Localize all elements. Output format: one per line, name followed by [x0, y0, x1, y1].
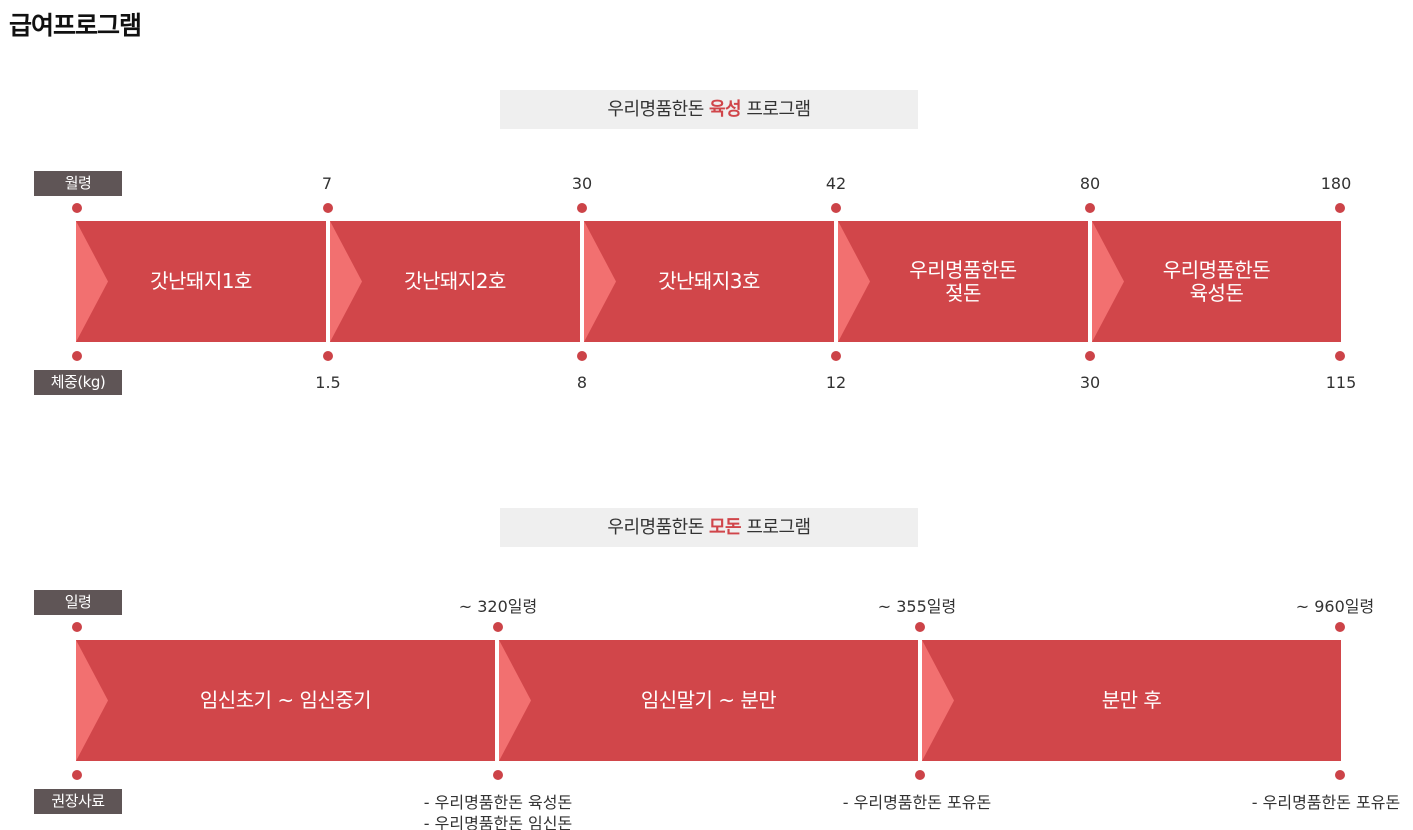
- bottom-tick: 115: [1325, 373, 1357, 392]
- section-title-prefix: 우리명품한돈: [607, 99, 709, 120]
- stage-divider: [918, 640, 922, 761]
- bottom-tick: 8: [576, 373, 588, 392]
- chevron-right-icon: [922, 640, 954, 761]
- stage-piglet-3: 갓난돼지3호: [584, 221, 834, 342]
- stage-divider: [326, 221, 330, 342]
- timeline-dot: [72, 770, 82, 780]
- age-day-label: 일령: [34, 590, 122, 615]
- bottom-tick: 1.5: [315, 373, 341, 392]
- stage-label: 분만 후: [1101, 688, 1162, 712]
- timeline-dot: [1085, 351, 1095, 361]
- stage-piglet-2: 갓난돼지2호: [330, 221, 580, 342]
- stage-divider: [495, 640, 499, 761]
- stage-label: 갓난돼지2호: [404, 269, 506, 293]
- stage-divider: [580, 221, 584, 342]
- stage-piglet-1: 갓난돼지1호: [76, 221, 326, 342]
- bottom-tick: 30: [1079, 373, 1101, 392]
- section-title-growth: 우리명품한돈 육성 프로그램: [500, 90, 918, 129]
- sow-stage-band: 임신초기 ~ 임신중기 임신말기 ~ 분만 분만 후: [76, 640, 1341, 761]
- recommended-feed-label: 권장사료: [34, 789, 122, 814]
- timeline-dot: [72, 203, 82, 213]
- timeline-dot: [831, 203, 841, 213]
- stage-label: 갓난돼지3호: [658, 269, 760, 293]
- age-month-label: 월령: [34, 171, 122, 196]
- growth-stage-band: 갓난돼지1호 갓난돼지2호 갓난돼지3호 우리명품한돈 젖돈 우리명품한돈 육성…: [76, 221, 1341, 342]
- timeline-dot: [1335, 203, 1345, 213]
- top-tick: 180: [1320, 174, 1352, 193]
- chevron-right-icon: [1092, 221, 1124, 342]
- top-tick: 30: [571, 174, 593, 193]
- stage-post-farrowing: 분만 후: [922, 640, 1341, 761]
- top-tick: ~ 960일령: [1295, 597, 1375, 616]
- timeline-dot: [493, 622, 503, 632]
- chevron-right-icon: [838, 221, 870, 342]
- stage-early-pregnancy: 임신초기 ~ 임신중기: [76, 640, 495, 761]
- section-title-suffix: 프로그램: [741, 99, 811, 120]
- stage-label: 임신말기 ~ 분만: [640, 688, 777, 712]
- timeline-dot: [1085, 203, 1095, 213]
- section-title-suffix: 프로그램: [741, 517, 811, 538]
- chevron-right-icon: [76, 640, 108, 761]
- page-title: 급여프로그램: [9, 11, 142, 40]
- recommended-feed-list: - 우리명품한돈 포유돈: [842, 793, 992, 812]
- timeline-dot: [1335, 622, 1345, 632]
- timeline-dot: [915, 622, 925, 632]
- timeline-dot: [72, 351, 82, 361]
- stage-late-pregnancy: 임신말기 ~ 분만: [499, 640, 918, 761]
- chevron-right-icon: [584, 221, 616, 342]
- recommended-feed-list: - 우리명품한돈 포유돈: [1251, 793, 1401, 812]
- stage-divider: [1088, 221, 1092, 342]
- stage-label: 임신초기 ~ 임신중기: [199, 688, 372, 712]
- top-tick: 7: [321, 174, 333, 193]
- stage-label: 우리명품한돈 젖돈: [909, 257, 1017, 305]
- top-tick: ~ 320일령: [458, 597, 538, 616]
- weight-label: 체중(kg): [34, 370, 122, 395]
- top-tick: ~ 355일령: [877, 597, 957, 616]
- recommended-feed-list: - 우리명품한돈 육성돈 - 우리명품한돈 임신돈: [423, 793, 573, 830]
- timeline-dot: [323, 203, 333, 213]
- timeline-dot: [577, 203, 587, 213]
- section-title-highlight: 육성: [709, 99, 742, 120]
- stage-weaner: 우리명품한돈 젖돈: [838, 221, 1088, 342]
- top-tick: 42: [825, 174, 847, 193]
- timeline-dot: [323, 351, 333, 361]
- bottom-tick: 12: [825, 373, 847, 392]
- timeline-dot: [577, 351, 587, 361]
- stage-label: 우리명품한돈 육성돈: [1162, 257, 1271, 305]
- chevron-right-icon: [499, 640, 531, 761]
- section-title-highlight: 모돈: [709, 517, 742, 538]
- chevron-right-icon: [330, 221, 362, 342]
- top-tick: 80: [1079, 174, 1101, 193]
- section-title-sow: 우리명품한돈 모돈 프로그램: [500, 508, 918, 547]
- chevron-right-icon: [76, 221, 108, 342]
- timeline-dot: [915, 770, 925, 780]
- stage-divider: [834, 221, 838, 342]
- stage-grower: 우리명품한돈 육성돈: [1092, 221, 1341, 342]
- section-title-prefix: 우리명품한돈: [607, 517, 709, 538]
- stage-label: 갓난돼지1호: [150, 269, 252, 293]
- timeline-dot: [1335, 351, 1345, 361]
- timeline-dot: [493, 770, 503, 780]
- timeline-dot: [72, 622, 82, 632]
- timeline-dot: [1335, 770, 1345, 780]
- timeline-dot: [831, 351, 841, 361]
